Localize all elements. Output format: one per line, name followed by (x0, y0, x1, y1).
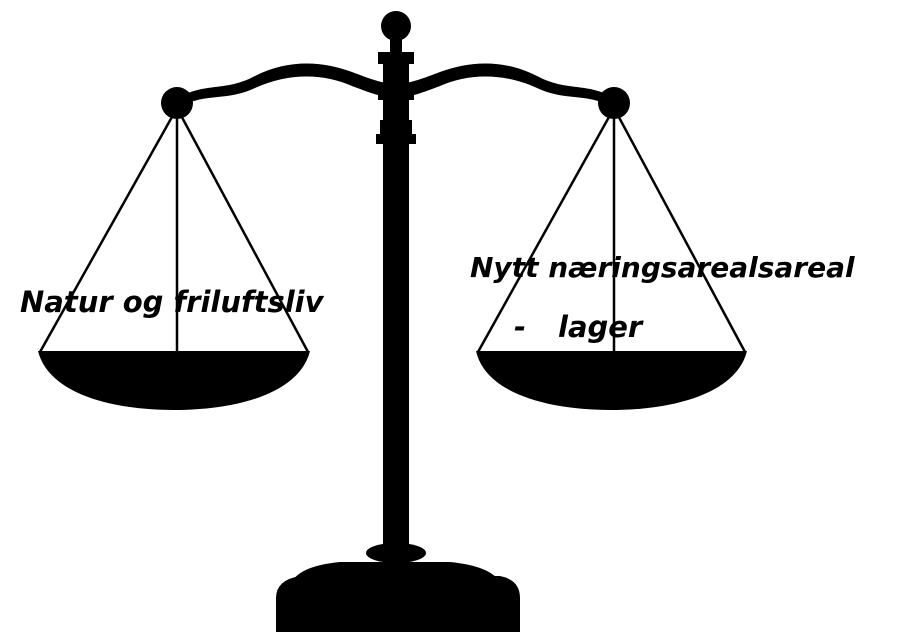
right-pan (476, 351, 747, 410)
right-pan-cords (476, 107, 747, 353)
scale-beam (178, 63, 614, 108)
right-pan-label-line1: Nytt næringsarealsareal (470, 251, 855, 284)
right-pan-label-word: lager (558, 310, 643, 344)
scale-pillar (376, 40, 416, 557)
left-pan (38, 351, 310, 410)
beam-end-right (598, 87, 630, 119)
scale-base (276, 543, 520, 632)
finial-knob (381, 11, 411, 41)
left-pan-cords (38, 107, 310, 353)
beam-end-left (161, 87, 193, 119)
left-pan-label: Natur og friluftsliv (20, 285, 324, 319)
right-pan-label-line2: -lager (514, 308, 642, 346)
right-pan-label-dash: - (514, 310, 527, 344)
